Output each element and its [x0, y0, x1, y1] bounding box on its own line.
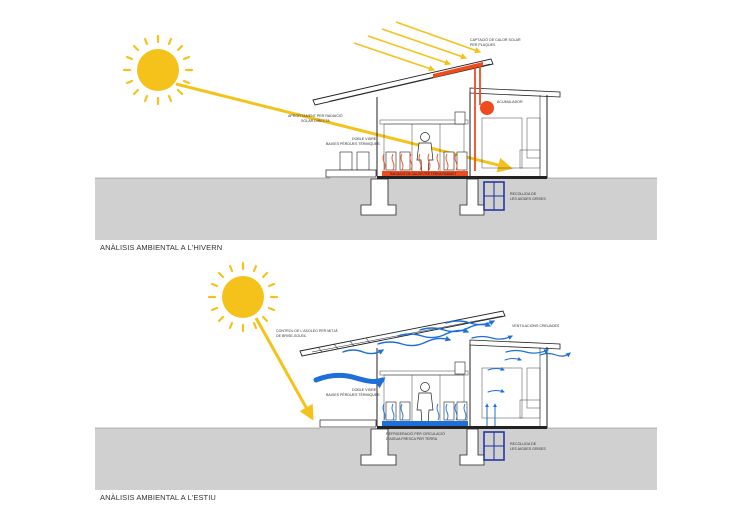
- solar-panel-rays: [353, 21, 482, 72]
- winter-house-section: [312, 58, 561, 216]
- winter-sun-icon: [122, 34, 194, 106]
- summer-section: CONTROL DE L'ASOLEO PER MITJÀ DE BRISE-S…: [95, 261, 657, 502]
- summer-label-shade: CONTROL DE L'ASOLEO PER MITJÀ DE BRISE-S…: [276, 329, 339, 338]
- winter-label-accumulator: ACUMULADOR: [497, 100, 523, 104]
- summer-house-section: [299, 310, 561, 466]
- winter-label-floor-heat: RADIACIÓ DE CALOR PER TERRA RADIANT: [390, 171, 456, 176]
- winter-sun-ray: [175, 82, 513, 173]
- summer-sun-ray: [254, 317, 314, 421]
- summer-label-glass: DOBLE VIDRE BAIXES PÈRDUES TÈRMIQUES: [326, 388, 380, 397]
- cooling-floor: [382, 421, 468, 426]
- summer-label-water: RECOLLIDA DE LES AIGÜES GRISES: [510, 442, 546, 451]
- winter-section: CAPTACIÓ DE CALOR SOLAR PER PLAQUES ACUM…: [95, 21, 657, 252]
- summer-sun-icon: [207, 261, 279, 333]
- winter-label-solar-capture: CAPTACIÓ DE CALOR SOLAR PER PLAQUES: [470, 37, 522, 47]
- winter-label-direct-sun: APROFITAMENT PER RADIACIÓ SOLAR DIRECTA: [288, 113, 344, 123]
- winter-caption: ANÀLISIS AMBIENTAL A L'HIVERN: [100, 243, 222, 252]
- solar-panel: [433, 62, 483, 78]
- person-figure: [416, 132, 434, 175]
- cool-waves: [382, 403, 467, 421]
- summer-label-ventilation: VENTILACIONS CREUADES: [512, 324, 560, 328]
- person-figure: [416, 382, 434, 425]
- ventilation-airflow: [313, 320, 571, 393]
- accumulator-tank: [480, 101, 494, 115]
- heat-waves: [382, 153, 458, 171]
- winter-label-glass: DOBLE VIDRE BAIXES PÈRDUES TÈRMIQUES: [326, 137, 380, 146]
- winter-label-water: RECOLLIDA DE LES AIGÜES GRISES: [510, 192, 546, 201]
- radiant-floor-heat: [382, 171, 468, 176]
- summer-caption: ANÀLISIS AMBIENTAL A L'ESTIU: [100, 493, 216, 502]
- summer-label-floor-cool: REFRIGERACIÓ PER CIRCULACIÓ D'AIGUA FRES…: [386, 431, 446, 441]
